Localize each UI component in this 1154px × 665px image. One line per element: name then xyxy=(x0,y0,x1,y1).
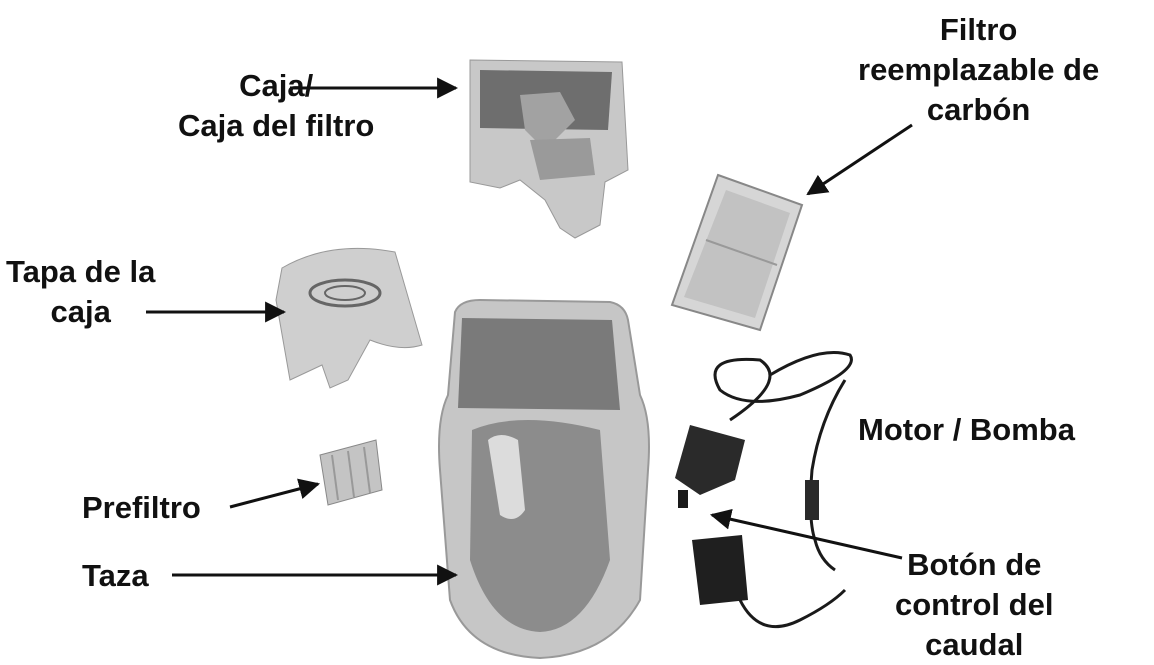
label-carbon-filter: Filtro reemplazable de carbón xyxy=(858,10,1099,130)
label-housing: Caja/ Caja del filtro xyxy=(178,66,374,146)
housing-part xyxy=(469,59,629,239)
label-housing-lid-line-2: caja xyxy=(50,294,111,329)
carbon-filter-part xyxy=(670,173,804,332)
arrow-flow-control xyxy=(709,508,903,560)
label-prefilter: Prefiltro xyxy=(82,488,201,528)
label-flow-control-line-2: control del xyxy=(895,587,1054,622)
prefilter-part xyxy=(319,439,383,506)
label-bowl-line-1: Taza xyxy=(82,558,149,593)
housing-lid-part xyxy=(275,247,423,389)
power-adapter-part xyxy=(692,535,847,629)
label-carbon-filter-line-2: reemplazable de xyxy=(858,52,1100,87)
label-flow-control-line-3: caudal xyxy=(925,627,1024,662)
label-carbon-filter-line-1: Filtro xyxy=(939,12,1018,47)
label-motor-pump-line-1: Motor / Bomba xyxy=(858,412,1075,447)
label-housing-line-2: Caja del filtro xyxy=(178,108,375,143)
label-motor-pump: Motor / Bomba xyxy=(858,410,1075,450)
label-housing-lid: Tapa de la caja xyxy=(6,252,155,332)
bowl-part xyxy=(438,298,650,660)
label-flow-control: Botón de control del caudal xyxy=(895,545,1053,665)
pointer-arrows xyxy=(146,77,913,586)
label-housing-lid-line-1: Tapa de la xyxy=(6,254,156,289)
label-bowl: Taza xyxy=(82,556,149,596)
arrow-carbon-filter xyxy=(806,123,913,196)
label-housing-line-1: Caja/ xyxy=(239,68,314,103)
label-prefilter-line-1: Prefiltro xyxy=(82,490,201,525)
arrow-prefilter xyxy=(229,478,321,509)
label-flow-control-line-1: Botón de xyxy=(907,547,1042,582)
motor-pump-part xyxy=(675,351,853,572)
label-carbon-filter-line-3: carbón xyxy=(926,92,1031,127)
